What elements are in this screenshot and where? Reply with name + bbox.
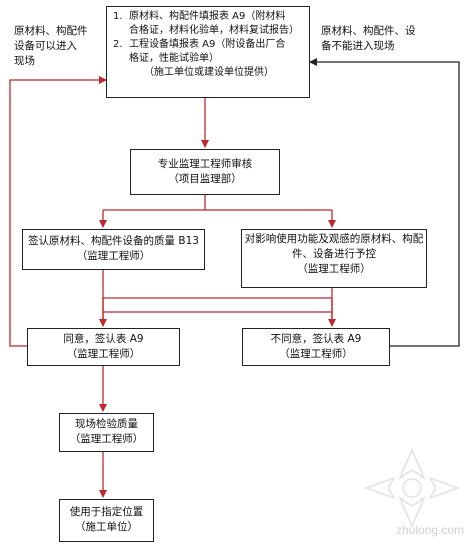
submission-item-2: 2. 工程设备填报表 A9（附设备出厂合 格证，性能试验单） — [113, 39, 286, 64]
inspect-box: 现场检验质量 （监理工程师） — [59, 413, 154, 452]
disagree-box: 不同意，签认表 A9 （监理工程师） — [242, 328, 390, 366]
submission-box: 1. 原材料、构配件填报表 A9（附材料 合格证，材料化验单，材料复试报告） 2… — [106, 6, 310, 98]
zhulong-watermark-logo — [363, 448, 461, 528]
right-note: 原材料、构配件、设 备不能进入现场 — [321, 25, 416, 53]
review-box: 专业监理工程师审核 （项目监理部） — [130, 149, 280, 195]
submission-item-1: 1. 原材料、构配件填报表 A9（附材料 合格证，材料化验单，材料复试报告） — [113, 11, 299, 36]
feedback-right-loop — [309, 58, 460, 347]
left-note: 原材料、构配件 设备可以进入 现场 — [14, 25, 88, 68]
submission-provider: （施工单位或建设单位提供） — [144, 67, 274, 78]
feedback-left-loop — [9, 76, 107, 347]
watermark-text: zhulong.com — [396, 523, 465, 537]
pre-control-box: 对影响使用功能及观感的原材料、构配 件、设备进行予控 （监理工程师） — [241, 229, 427, 288]
confirm-quality-box: 签认原材料、构配件设备的质量 B13 （监理工程师） — [22, 229, 205, 270]
agree-box: 同意，签认表 A9 （监理工程师） — [27, 328, 180, 366]
use-box: 使用于指定位置 （施工单位） — [59, 499, 154, 542]
